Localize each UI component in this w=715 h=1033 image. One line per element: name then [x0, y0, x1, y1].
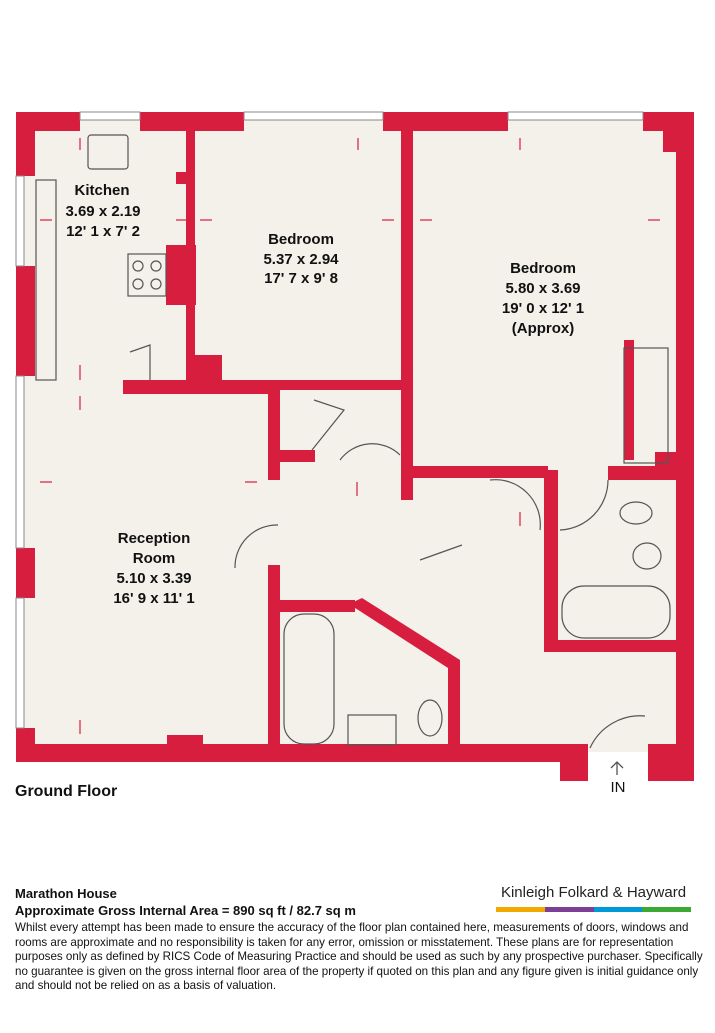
basin2-icon [347, 714, 397, 746]
entrance-marker: IN [610, 761, 626, 796]
toilet2-icon [417, 699, 443, 737]
room-label-bedroom-2: Bedroom 5.80 x 3.69 19' 0 x 12' 1 (Appro… [502, 260, 584, 337]
toilet-icon [619, 501, 653, 525]
walls [16, 112, 694, 781]
brand-logo: Kinleigh Folkard & Hayward [496, 884, 691, 912]
property-name: Marathon House [15, 886, 117, 901]
brand-stripe-orange [496, 907, 545, 912]
reception-name-1: Reception [118, 530, 191, 547]
gross-area: Approximate Gross Internal Area = 890 sq… [15, 903, 356, 918]
room-label-kitchen: Kitchen 3.69 x 2.19 12' 1 x 7' 2 [65, 182, 140, 240]
kitchen-counter [35, 179, 57, 381]
fixtures [35, 134, 671, 749]
door-swing [234, 524, 279, 569]
entrance-label: IN [611, 779, 626, 796]
brand-stripe-blue [593, 907, 643, 912]
reception-metric: 5.10 x 3.39 [116, 570, 191, 587]
door-swing [419, 544, 463, 561]
kitchen-sink-icon [87, 134, 129, 170]
door-swing [489, 479, 541, 531]
brand-name: Kinleigh Folkard & Hayward [500, 884, 687, 901]
entrance-arrow-icon [610, 761, 624, 775]
bedroom1-metric: 5.37 x 2.94 [263, 251, 339, 268]
basin-icon [632, 542, 662, 570]
windows [15, 111, 644, 729]
kitchen-name: Kitchen [74, 182, 129, 199]
kitchen-metric: 3.69 x 2.19 [65, 203, 140, 220]
bedroom2-note: (Approx) [512, 320, 575, 337]
door-swing [589, 715, 646, 749]
wardrobe [623, 347, 669, 464]
kitchen-imperial: 12' 1 x 7' 2 [66, 223, 140, 240]
floor-label: Ground Floor [15, 783, 117, 800]
room-label-reception: Reception Room 5.10 x 3.39 16' 9 x 11' 1 [113, 530, 194, 607]
bedroom1-name: Bedroom [268, 231, 334, 248]
dimension-markers [40, 138, 660, 734]
door-swing [311, 399, 346, 451]
footer: Marathon House Approximate Gross Interna… [15, 885, 705, 994]
door-swing [339, 443, 401, 461]
disclaimer: Whilst every attempt has been made to en… [15, 921, 703, 992]
bedroom2-metric: 5.80 x 3.69 [505, 280, 580, 297]
bedroom1-imperial: 17' 7 x 9' 8 [264, 270, 338, 287]
bath-icon [561, 585, 671, 639]
brand-stripe-purple [544, 907, 594, 912]
bedroom2-name: Bedroom [510, 260, 576, 277]
reception-name-2: Room [133, 550, 176, 567]
brand-stripe [496, 907, 691, 912]
bath2-icon [283, 613, 335, 745]
floor-plan: Kitchen 3.69 x 2.19 12' 1 x 7' 2 Bedroom… [15, 111, 694, 800]
door-swing [129, 344, 151, 380]
bedroom2-imperial: 19' 0 x 12' 1 [502, 300, 584, 317]
hob-icon [127, 253, 167, 297]
reception-imperial: 16' 9 x 11' 1 [113, 590, 194, 607]
brand-stripe-green [642, 907, 691, 912]
door-swing [559, 479, 609, 531]
room-label-bedroom-1: Bedroom 5.37 x 2.94 17' 7 x 9' 8 [263, 231, 339, 287]
